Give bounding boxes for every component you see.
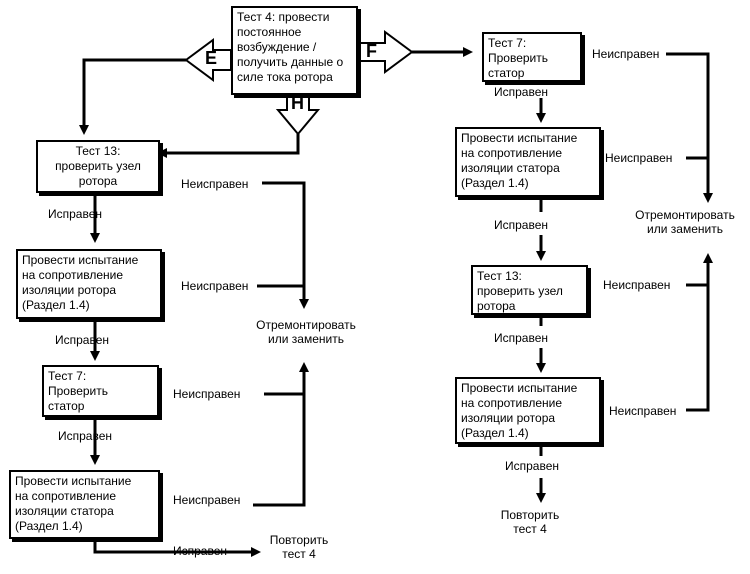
right-test13-line-3: ротора	[477, 299, 516, 313]
left-repair-line-2: или заменить	[268, 332, 344, 346]
left-ok-label-4: Исправен	[173, 544, 228, 558]
left-stator-ins-line-2: на сопротивление	[15, 489, 117, 503]
connector-e	[79, 58, 186, 135]
left-repeat-line-2: тест 4	[282, 547, 316, 561]
left-stator-ins-line-4: (Раздел 1.4)	[15, 519, 83, 533]
branch-e-arrow	[184, 38, 232, 82]
right-ok-label-1: Исправен	[494, 85, 549, 99]
branch-h-arrow	[275, 93, 321, 136]
right-test7-line-1: Тест 7:	[488, 36, 527, 50]
right-fault-label-1: Неисправен	[592, 47, 660, 61]
branch-f-label: F	[366, 41, 377, 61]
right-ok-label-4: Исправен	[505, 459, 560, 473]
right-repair-line-2: или заменить	[647, 222, 723, 236]
left-test7-box: Тест 7: Проверить статор	[42, 365, 159, 417]
right-repeat-label: Повторить тест 4	[490, 508, 570, 536]
right-rotor-ins-line-4: (Раздел 1.4)	[461, 426, 529, 440]
connector-left-fault-4	[253, 362, 309, 507]
left-fault-label-4: Неисправен	[173, 493, 241, 507]
right-ok-label-2: Исправен	[494, 218, 549, 232]
right-rotor-insulation-box: Провести испытание на сопротивление изол…	[455, 377, 601, 444]
left-fault-label-1: Неисправен	[181, 177, 249, 191]
test4-line-1: Тест 4: провести	[237, 10, 330, 24]
left-rotor-ins-line-3: изоляции ротора	[22, 283, 117, 297]
right-rotor-ins-line-1: Провести испытание	[461, 381, 578, 395]
test4-box: Тест 4: провести постоянное возбуждение …	[231, 6, 358, 95]
right-ok-label-3: Исправен	[494, 331, 549, 345]
left-repeat-line-1: Повторить	[269, 533, 329, 547]
left-test13-box: Тест 13: проверить узел ротора	[36, 140, 160, 193]
left-ok-label-2: Исправен	[55, 333, 110, 347]
left-rotor-ins-line-4: (Раздел 1.4)	[22, 298, 90, 312]
right-stator-ins-line-1: Провести испытание	[461, 131, 578, 145]
right-rotor-ins-line-2: на сопротивление	[461, 396, 563, 410]
right-stator-ins-line-2: на сопротивление	[461, 146, 563, 160]
left-test7-line-3: статор	[48, 399, 85, 413]
left-fault-label-2: Неисправен	[181, 279, 249, 293]
right-test13-line-1: Тест 13:	[477, 269, 522, 283]
left-stator-ins-line-3: изоляции статора	[15, 504, 114, 518]
right-test7-line-3: статор	[488, 66, 525, 80]
right-repair-label: Отремонтировать или заменить	[625, 208, 745, 236]
test4-line-3: возбуждение /	[237, 40, 317, 54]
test4-line-4: получить данные о	[237, 55, 344, 69]
right-fault-label-4: Неисправен	[609, 404, 677, 418]
left-test13-line-1: Тест 13:	[75, 144, 121, 158]
left-rotor-ins-line-1: Провести испытание	[22, 253, 139, 267]
branch-f-arrow	[355, 30, 414, 74]
branch-h-label: H	[291, 93, 304, 113]
left-test13-line-3: ротора	[78, 174, 118, 188]
right-test7-box: Тест 7: Проверить статор	[482, 32, 582, 82]
left-stator-insulation-box: Провести испытание на сопротивление изол…	[9, 470, 160, 539]
connector-right-fault-3	[686, 253, 713, 412]
right-rotor-ins-line-3: изоляции ротора	[461, 411, 556, 425]
connector-right-fault-1	[666, 52, 713, 203]
left-repeat-label: Повторить тест 4	[262, 533, 336, 561]
connector-h	[157, 134, 300, 158]
left-fault-label-3: Неисправен	[173, 387, 241, 401]
right-test13-line-2: проверить узел	[477, 284, 563, 298]
right-fault-label-2: Неисправен	[605, 151, 673, 165]
right-stator-ins-line-4: (Раздел 1.4)	[461, 176, 529, 190]
branch-e-label: E	[205, 48, 218, 68]
right-repeat-line-1: Повторить	[500, 508, 560, 522]
left-test7-line-2: Проверить	[48, 384, 109, 398]
left-rotor-insulation-box: Провести испытание на сопротивление изол…	[16, 249, 162, 319]
right-fault-label-3: Неисправен	[603, 278, 671, 292]
test4-line-5: силе тока ротора	[237, 70, 333, 84]
left-repair-line-1: Отремонтировать	[256, 318, 356, 332]
connector-left-fault-1	[262, 181, 309, 309]
connector-left-4	[93, 542, 261, 557]
test4-line-2: постоянное	[237, 25, 302, 39]
right-stator-ins-line-3: изоляции статора	[461, 161, 560, 175]
left-test13-line-2: проверить узел	[55, 159, 141, 173]
left-ok-label-3: Исправен	[58, 429, 113, 443]
right-repeat-line-2: тест 4	[513, 522, 547, 536]
left-rotor-ins-line-2: на сопротивление	[22, 268, 124, 282]
right-repair-line-1: Отремонтировать	[635, 208, 735, 222]
left-ok-label-1: Исправен	[48, 207, 103, 221]
left-repair-label: Отремонтировать или заменить	[243, 318, 369, 346]
right-test7-line-2: Проверить	[488, 51, 549, 65]
right-stator-insulation-box: Провести испытание на сопротивление изол…	[455, 127, 601, 197]
right-test13-box: Тест 13: проверить узел ротора	[471, 265, 588, 315]
left-stator-ins-line-1: Провести испытание	[15, 474, 132, 488]
left-test7-line-1: Тест 7:	[48, 369, 87, 383]
